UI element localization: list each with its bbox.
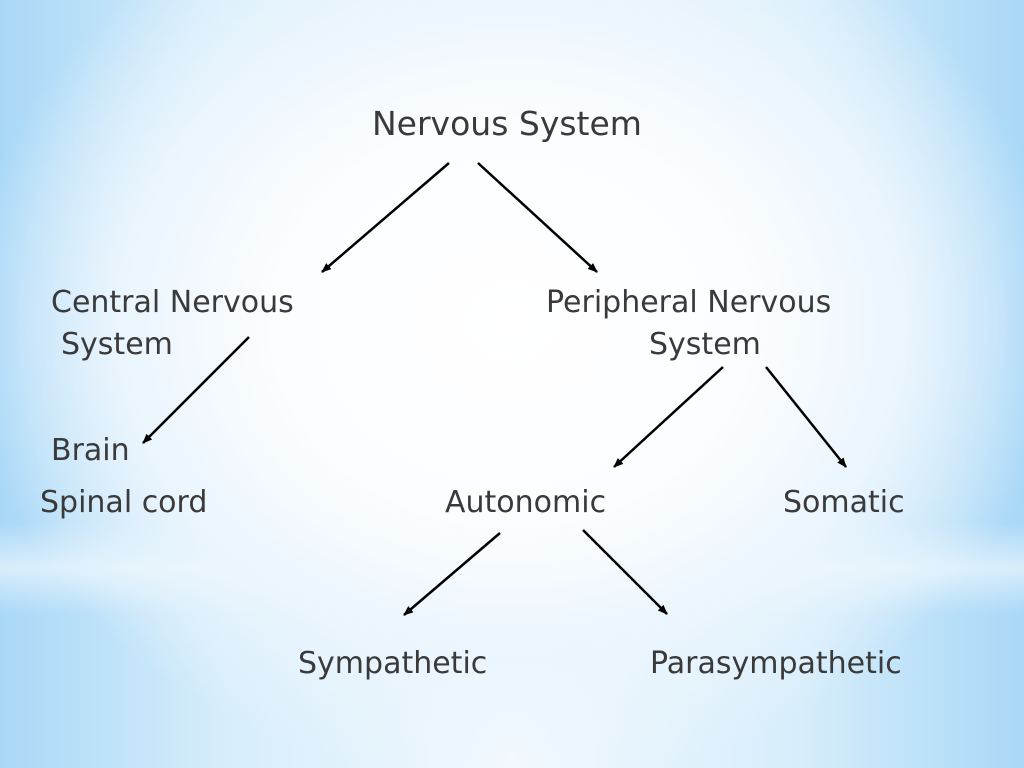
arrow-root-to-peripheral xyxy=(477,162,598,273)
node-spinal-cord: Spinal cord xyxy=(40,485,208,520)
arrow-autonomic-to-parasympathetic xyxy=(582,529,668,615)
arrow-peripheral-to-somatic xyxy=(765,366,847,468)
node-nervous-system: Nervous System xyxy=(372,104,642,143)
node-autonomic: Autonomic xyxy=(445,485,607,520)
node-peripheral-nervous-system: Peripheral Nervous System xyxy=(546,282,831,366)
arrow-autonomic-to-sympathetic xyxy=(403,532,501,616)
node-peripheral-label-line1: Peripheral Nervous xyxy=(546,285,832,320)
node-peripheral-label-line2: System xyxy=(649,327,761,362)
arrow-root-to-central xyxy=(321,162,450,273)
arrow-central-to-brain xyxy=(142,336,250,444)
arrow-peripheral-to-autonomic xyxy=(613,366,724,468)
node-parasympathetic: Parasympathetic xyxy=(650,646,902,681)
node-central-label-line1: Central Nervous xyxy=(51,285,294,320)
node-central-nervous-system: Central Nervous System xyxy=(51,282,294,366)
node-central-label-line2: System xyxy=(61,327,173,362)
node-sympathetic: Sympathetic xyxy=(298,646,488,681)
node-somatic: Somatic xyxy=(783,485,905,520)
node-brain: Brain xyxy=(51,433,130,468)
